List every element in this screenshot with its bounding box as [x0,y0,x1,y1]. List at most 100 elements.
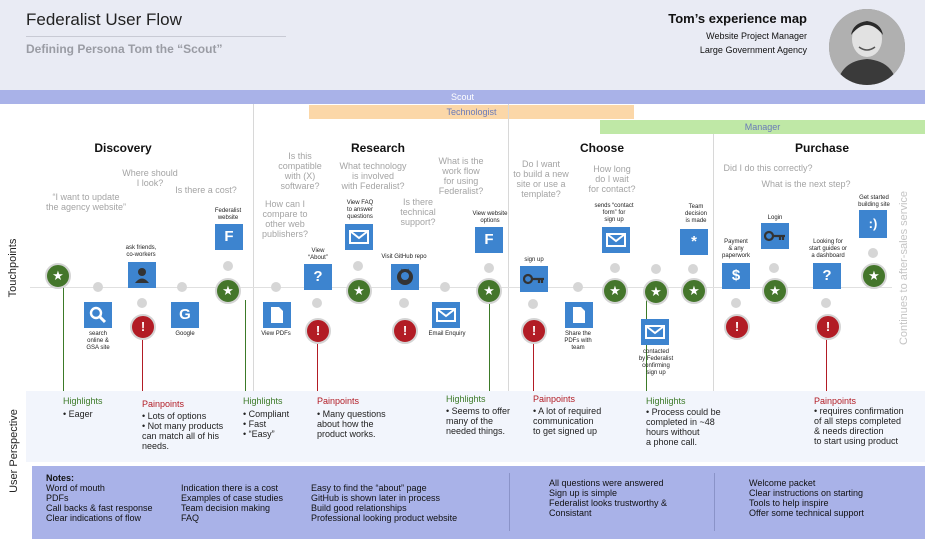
highlight-star-icon: ★ [681,278,707,304]
key-icon [520,266,548,292]
avatar [829,9,905,85]
notes-col-1: Word of mouth PDFs Call backs & fast res… [46,483,153,523]
persona-name: Tom’s experience map [668,11,807,26]
question-where-look: Where should I look? [122,168,178,188]
timeline-dot [353,261,363,271]
question-did-correctly: Did I do this correctly? [723,163,813,173]
question-compatible: Is this compatible with (X) software? [278,151,322,191]
painpoint-connector [142,337,143,391]
mail-icon [641,319,669,345]
notes-divider [509,473,510,531]
touch-label-search: search online & GSA site [86,331,110,351]
question-work-flow: What is the work flow for using Federali… [438,156,484,196]
question-compare: How can I compare to other web publisher… [261,199,309,239]
timeline-axis [30,287,892,288]
touch-label-get-started: Get started building site [858,195,890,208]
highlight-star-icon: ★ [45,263,71,289]
notes-col-4: All questions were answered Sign up is s… [549,478,668,518]
persona-role: Website Project Manager [706,31,807,41]
question-icon: ? [304,264,332,290]
band-scout: Scout [0,90,925,104]
touch-label-login: Login [767,215,783,221]
dollar-icon: $ [722,263,750,289]
highlight-star-icon: ★ [215,278,241,304]
timeline-dot [528,299,538,309]
highlight-star-icon: ★ [602,278,628,304]
touch-label-github: Visit GitHub repo [381,254,427,260]
document-icon [565,302,593,328]
timeline-dot [651,264,661,274]
painpoint-connector [826,337,827,391]
painpoints-choose: • A lot of required communication to get… [533,406,602,436]
highlights-discovery: • Eager [63,409,93,419]
timeline-dot [312,298,322,308]
touch-label-sign-up: sign up [524,257,544,263]
highlight-star-icon: ★ [861,263,887,289]
key-icon [761,223,789,249]
band-scout-fill [0,90,925,104]
question-build-new: Do I want to build a new site or use a t… [513,159,569,199]
timeline-dot [769,263,779,273]
question-next-step: What is the next step? [761,179,851,189]
stage-research: Research [350,141,406,155]
timeline-dot [731,298,741,308]
touch-label-view-pdfs: View PDFs [261,331,291,337]
after-sales-label: Continues to after-sales service [898,190,910,346]
painpoint-exclamation-icon: ! [724,314,750,340]
touch-label-email: Email Enquiry [428,331,466,337]
painpoints-heading: Painpoints [317,396,360,406]
band-scout-label: Scout [450,92,474,102]
painpoint-exclamation-icon: ! [305,318,331,344]
persona-org: Large Government Agency [699,45,807,55]
highlight-star-icon: ★ [476,278,502,304]
touch-label-team-decision: Team decision is made [684,204,707,224]
highlights-heading: Highlights [63,396,103,406]
notes-col-2: Indication there is a cost Examples of c… [181,483,284,523]
stage-divider [253,104,254,391]
header-area [0,0,925,90]
highlight-star-icon: ★ [762,278,788,304]
touchpoints-label: Touchpoints [7,238,19,298]
painpoints-heading: Painpoints [533,394,576,404]
painpoints-research: • Many questions about how the product w… [317,409,386,439]
timeline-dot [137,298,147,308]
painpoints-heading: Painpoints [814,396,857,406]
highlights-research-2: • Seems to offer many of the needed thin… [446,406,511,436]
question-update-website: “I want to update the agency website” [45,192,127,212]
page-subtitle: Defining Persona Tom the “Scout” [26,42,223,56]
notes-col-3: Easy to find the “about” page GitHub is … [311,483,458,523]
federalist-icon: F [215,224,243,250]
painpoint-exclamation-icon: ! [815,314,841,340]
highlight-connector [245,300,246,391]
timeline-dot [440,282,450,292]
touch-label-contacted: contacted by Federalist confirming sign … [638,349,674,376]
touch-label-ask: ask friends, co-workers [125,245,157,258]
painpoints-purchase: • requires confirmation of all steps com… [814,406,904,446]
page-title: Federalist User Flow [26,10,182,29]
mail-icon [345,224,373,250]
notes-heading: Notes: [46,473,75,483]
band-technologist-label: Technologist [446,107,497,117]
timeline-dot [271,282,281,292]
notes-divider [714,473,715,531]
highlights-choose: • Process could be completed in ~48 hour… [646,407,721,447]
federalist-icon: F [475,227,503,253]
painpoint-exclamation-icon: ! [130,314,156,340]
highlight-connector [489,300,490,391]
timeline-dot [868,248,878,258]
touch-label-google: Google [175,331,195,337]
touch-label-contact-form: sends “contact form” for sign up [594,203,634,223]
user-perspective-area [26,391,925,462]
document-icon [263,302,291,328]
highlight-connector [646,300,647,391]
question-icon: ? [813,263,841,289]
touch-label-guides: Looking for start guides or a dashboard [808,239,848,259]
github-icon [391,264,419,290]
highlights-heading: Highlights [646,396,686,406]
question-what-tech: What technology is involved with Federal… [339,161,407,191]
stage-choose: Choose [579,141,624,155]
touch-label-fed-site: Federalist website [214,208,242,221]
highlight-star-icon: ★ [643,279,669,305]
person-icon [128,262,156,288]
timeline-dot [93,282,103,292]
